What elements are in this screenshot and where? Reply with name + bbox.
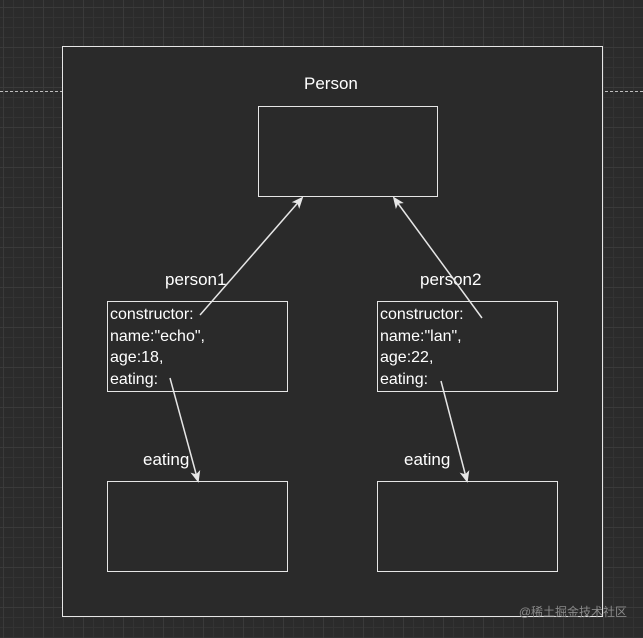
person2-eating-line: eating: [380, 370, 429, 388]
person2-label: person2 [420, 270, 482, 289]
person1-label: person1 [165, 270, 227, 289]
person-label: Person [304, 74, 358, 93]
person1-name-line: name:"echo", [110, 327, 205, 345]
eating1-function-box [107, 481, 288, 572]
person1-eating-line: eating: [110, 370, 159, 388]
eating2-label: eating [404, 450, 451, 469]
outer-frame [62, 46, 603, 617]
person1-age-line: age:18, [110, 349, 164, 366]
watermark-text: @稀土掘金技术社区 [518, 605, 627, 619]
eating2-function-box [377, 481, 558, 572]
person2-properties: constructor: name:"lan", age:22, eating: [380, 304, 464, 390]
person1-constructor-line: constructor: [110, 306, 194, 323]
person2-age-line: age:22, [380, 349, 434, 366]
person1-properties: constructor: name:"echo", age:18, eating… [110, 304, 205, 390]
person2-name-line: name:"lan", [380, 327, 462, 345]
person-box [258, 106, 438, 197]
eating1-label: eating [143, 450, 190, 469]
person2-constructor-line: constructor: [380, 306, 464, 323]
